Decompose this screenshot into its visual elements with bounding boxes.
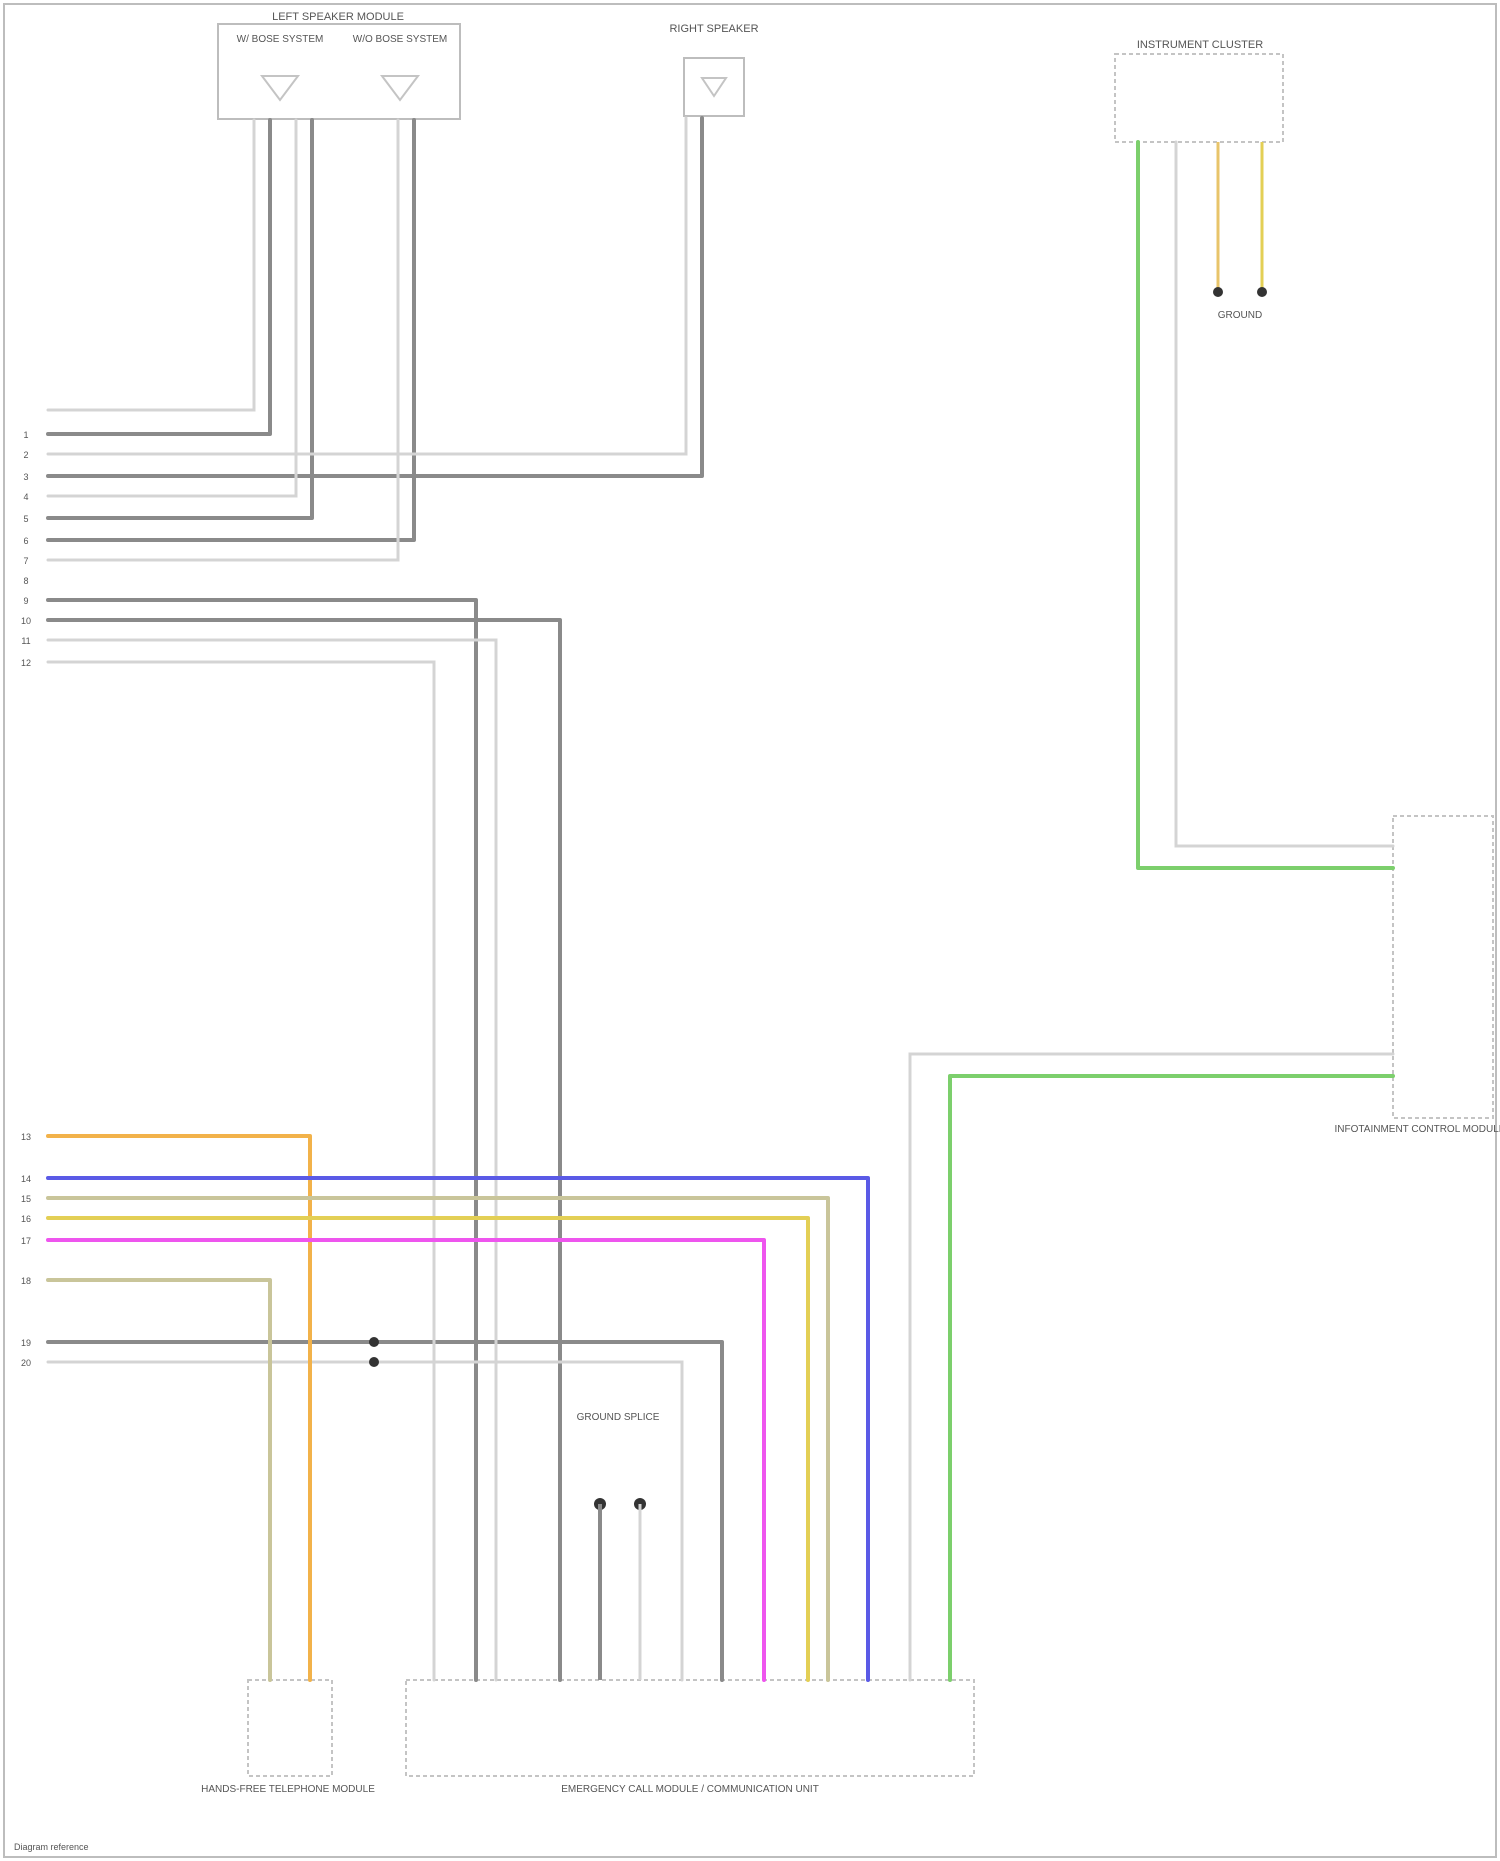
pin-number: 9 [23, 596, 28, 606]
colored-harness [48, 1136, 868, 1680]
wire [48, 120, 296, 496]
pin-number: 12 [21, 658, 31, 668]
wire [48, 600, 476, 1680]
pin-number: 6 [23, 536, 28, 546]
wire [910, 1054, 1393, 1680]
pin-number: 19 [21, 1338, 31, 1348]
speaker-harness [48, 118, 722, 1680]
right-speaker-label: RIGHT SPEAKER [669, 23, 758, 35]
pin-number: 3 [23, 472, 28, 482]
splice-dot [369, 1337, 379, 1347]
wire [48, 120, 270, 434]
ground-label: GROUND [1218, 310, 1262, 321]
left-speaker-sub2-label: W/O BOSE SYSTEM [353, 34, 447, 45]
green-harness [950, 142, 1393, 1680]
pin-number: 1 [23, 430, 28, 440]
speaker-icon [262, 76, 298, 100]
light-right-harness [910, 142, 1393, 1680]
left-lower-pin-column: 13 14 15 16 17 18 19 20 [21, 1132, 31, 1368]
ground-splice-label: GROUND SPLICE [577, 1412, 660, 1423]
pin-number: 16 [21, 1214, 31, 1224]
pin-number: 14 [21, 1174, 31, 1184]
wire [48, 118, 702, 476]
speaker-icon [702, 78, 726, 96]
pin-number: 17 [21, 1236, 31, 1246]
wire-blue [48, 1178, 868, 1680]
page-border [4, 4, 1496, 1857]
instrument-cluster: INSTRUMENT CLUSTER [1115, 39, 1283, 142]
bottom-main-module-label: EMERGENCY CALL MODULE / COMMUNICATION UN… [561, 1784, 819, 1795]
footer-text: Diagram reference [14, 1842, 89, 1852]
left-speaker-module: LEFT SPEAKER MODULE W/ BOSE SYSTEM W/O B… [218, 11, 460, 119]
ground-splice: GROUND SPLICE [577, 1412, 660, 1680]
control-module-right-label: INFOTAINMENT CONTROL MODULE [1335, 1124, 1500, 1135]
bottom-left-module-label: HANDS-FREE TELEPHONE MODULE [201, 1784, 375, 1795]
speaker-icon [382, 76, 418, 100]
pin-number: 15 [21, 1194, 31, 1204]
bottom-main-module: EMERGENCY CALL MODULE / COMMUNICATION UN… [406, 1680, 974, 1795]
wire-olive [48, 1198, 828, 1680]
wire [48, 1362, 682, 1680]
wire [48, 662, 434, 1680]
wire-yellow [48, 1218, 808, 1680]
left-speaker-sub1-label: W/ BOSE SYSTEM [237, 34, 324, 45]
wire [48, 118, 686, 454]
pin-number: 13 [21, 1132, 31, 1142]
pin-number: 5 [23, 514, 28, 524]
splice-dot [1213, 287, 1223, 297]
wire [48, 120, 398, 560]
cluster-drops [1213, 142, 1267, 297]
wire-magenta [48, 1240, 764, 1680]
pin-number: 2 [23, 450, 28, 460]
splice-dot [369, 1357, 379, 1367]
pin-number: 4 [23, 492, 28, 502]
instrument-cluster-label: INSTRUMENT CLUSTER [1137, 39, 1263, 51]
control-module-right: INFOTAINMENT CONTROL MODULE [1335, 816, 1500, 1135]
pin-number: 8 [23, 576, 28, 586]
pin-number: 20 [21, 1358, 31, 1368]
right-speaker: RIGHT SPEAKER [669, 23, 758, 116]
wire [1176, 142, 1393, 846]
wire [48, 620, 560, 1680]
pin-number: 7 [23, 556, 28, 566]
wire [48, 120, 312, 518]
wire-green [950, 1076, 1393, 1680]
speaker-harness-light [48, 118, 686, 1680]
pin-number: 11 [21, 636, 30, 646]
bottom-left-module: HANDS-FREE TELEPHONE MODULE [201, 1680, 375, 1795]
pin-number: 18 [21, 1276, 31, 1286]
wire [48, 1342, 722, 1680]
splice-dot [1257, 287, 1267, 297]
wire [48, 120, 254, 410]
left-speaker-module-label: LEFT SPEAKER MODULE [272, 11, 404, 23]
pin-number: 10 [21, 616, 31, 626]
